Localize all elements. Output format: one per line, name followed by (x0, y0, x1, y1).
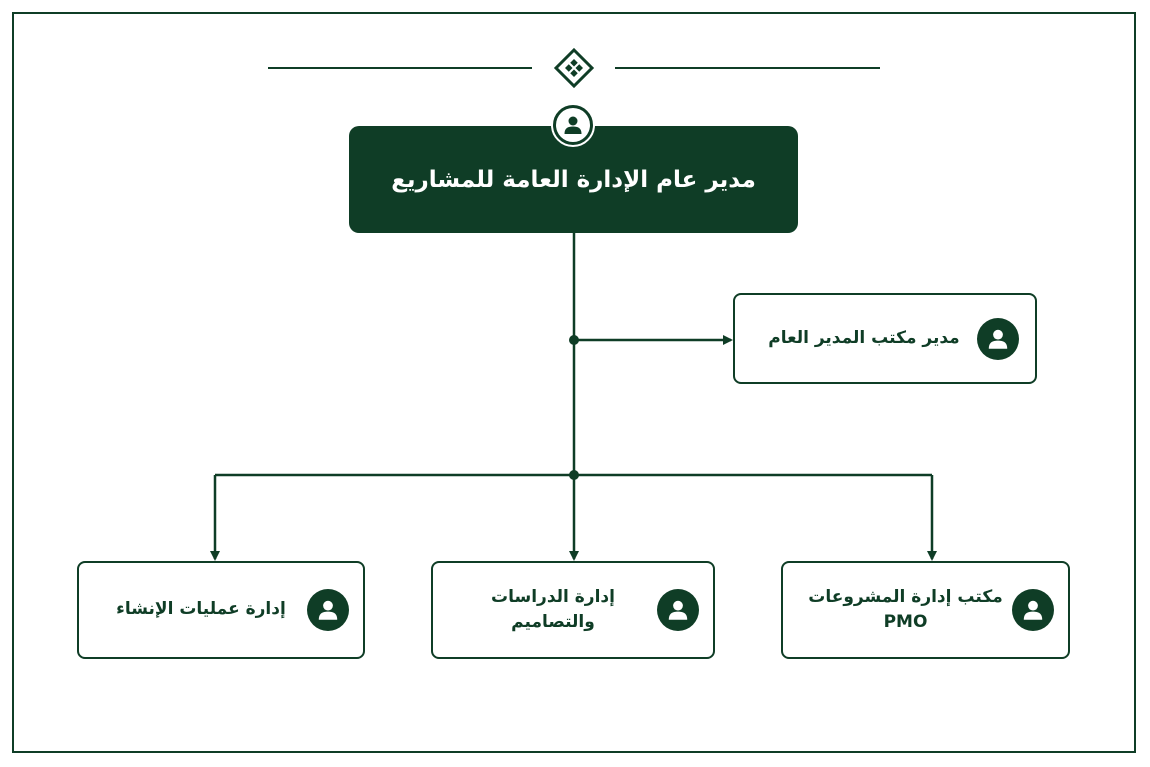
dept-node-construction[interactable]: إدارة عمليات الإنشاء (77, 561, 365, 659)
dept-label: إدارة عمليات الإنشاء (95, 597, 307, 623)
dept-node-studies[interactable]: إدارة الدراسات والتصاميم (431, 561, 715, 659)
root-avatar (551, 103, 595, 147)
user-icon (564, 116, 582, 134)
dept-label-line2: PMO (883, 612, 928, 632)
dept-avatar (1012, 589, 1054, 631)
user-icon (668, 600, 688, 620)
diamond-ornament-icon (553, 47, 595, 89)
dept-avatar (307, 589, 349, 631)
page-frame (12, 12, 1136, 753)
office-avatar (977, 317, 1019, 360)
dept-label: إدارة الدراسات والتصاميم (449, 585, 657, 636)
dept-label-line2: والتصاميم (511, 612, 595, 632)
dept-label-line1: مكتب إدارة المشروعات (808, 586, 1003, 607)
dept-avatar (657, 589, 699, 631)
user-icon (988, 329, 1008, 349)
root-title: مدير عام الإدارة العامة للمشاريع (391, 166, 756, 193)
dept-label: مكتب إدارة المشروعات PMO (799, 585, 1012, 636)
user-icon (1023, 600, 1043, 620)
dept-node-pmo[interactable]: مكتب إدارة المشروعات PMO (781, 561, 1070, 659)
office-node[interactable]: مدير مكتب المدير العام (733, 293, 1037, 384)
user-icon (318, 600, 338, 620)
dept-label-line1: إدارة الدراسات (491, 586, 615, 607)
office-label: مدير مكتب المدير العام (751, 326, 977, 352)
root-node[interactable]: مدير عام الإدارة العامة للمشاريع (349, 126, 798, 233)
top-ornament (268, 47, 880, 89)
dept-label-line1: إدارة عمليات الإنشاء (116, 599, 286, 620)
office-label-text: مدير مكتب المدير العام (768, 327, 960, 348)
